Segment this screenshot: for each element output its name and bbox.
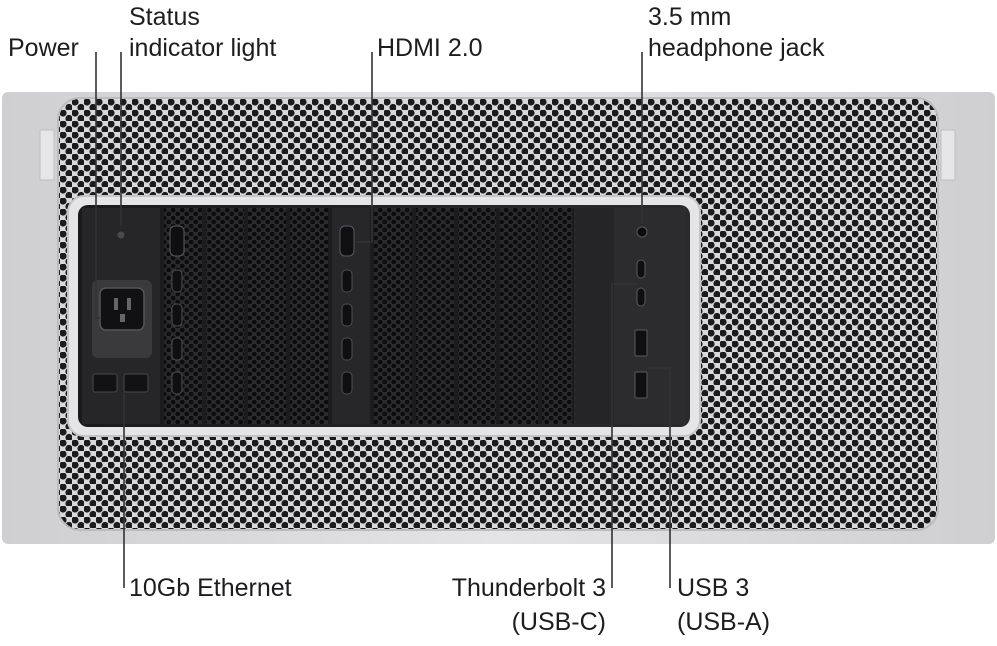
hdmi-port[interactable]	[339, 225, 355, 257]
usb-a-port-2[interactable]	[634, 371, 648, 399]
gpu-ports-left	[169, 225, 185, 395]
callout-hdmi	[356, 52, 373, 243]
handle-right	[940, 129, 956, 181]
headphone-jack[interactable]	[636, 226, 648, 238]
label-status-line1: Status	[129, 3, 200, 31]
status-indicator-light	[117, 231, 125, 239]
thunderbolt-port-1[interactable]	[636, 259, 646, 279]
ethernet-port-2[interactable]	[123, 373, 149, 393]
label-power: Power	[8, 34, 79, 62]
pci-slots	[160, 208, 574, 424]
label-headphone-line1: 3.5 mm	[648, 3, 732, 31]
power-socket[interactable]	[99, 287, 145, 331]
label-headphone-line2: headphone jack	[648, 34, 825, 62]
label-usb-line1: USB 3	[677, 574, 750, 602]
callout-usb	[647, 367, 671, 588]
ethernet-port-1[interactable]	[92, 373, 118, 393]
label-usb-line2: (USB-A)	[677, 608, 771, 636]
callout-power	[95, 52, 100, 319]
thunderbolt-port-2[interactable]	[636, 287, 646, 307]
label-hdmi: HDMI 2.0	[377, 34, 483, 62]
label-thunderbolt-line1: Thunderbolt 3	[451, 574, 606, 602]
handle-left	[39, 129, 55, 181]
label-ethernet: 10Gb Ethernet	[129, 574, 292, 602]
callout-lines	[95, 52, 671, 588]
label-thunderbolt-line2: (USB-C)	[511, 608, 606, 636]
callout-thunderbolt	[611, 283, 637, 588]
label-status-line2: indicator light	[129, 34, 277, 62]
gpu-ports-right	[339, 225, 355, 395]
usb-a-port-1[interactable]	[634, 329, 648, 357]
